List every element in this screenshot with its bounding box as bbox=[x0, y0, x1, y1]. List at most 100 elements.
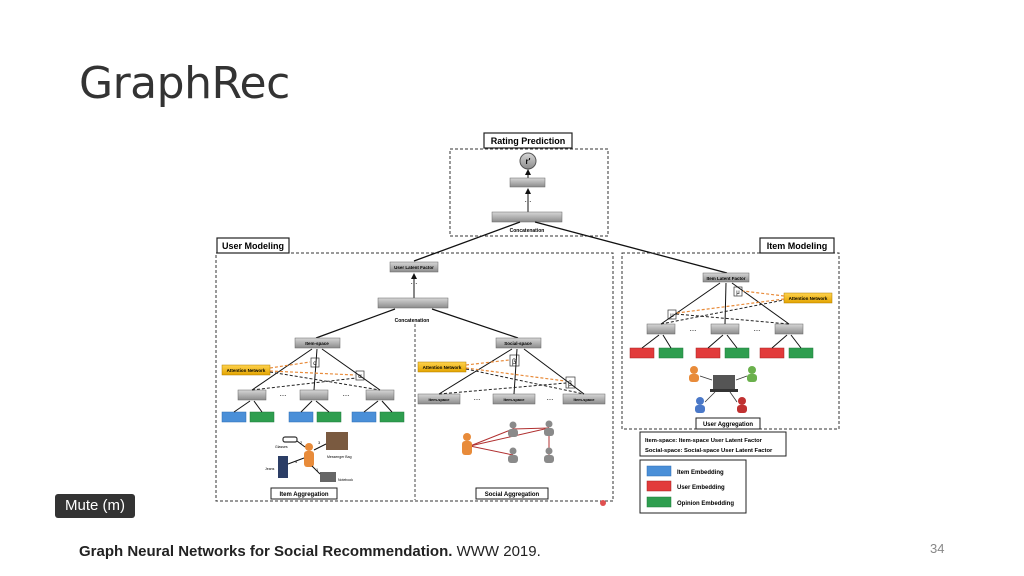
social-item-space-3-label: Item-space bbox=[574, 397, 596, 402]
um-left-dots-1: ... bbox=[280, 389, 287, 398]
alpha-label-2: α bbox=[358, 374, 362, 380]
beta-label-2: β bbox=[568, 381, 572, 388]
im-dots-2: ... bbox=[754, 324, 761, 333]
um-attention-right-label: Attention Network bbox=[423, 365, 462, 370]
rating-prediction-box bbox=[449, 148, 609, 237]
citation-venue: WWW 2019. bbox=[452, 543, 541, 560]
item-agg-n4: 1 bbox=[316, 467, 319, 472]
um-r-link-2 bbox=[513, 348, 518, 395]
im-link-1 bbox=[660, 282, 721, 325]
um-r-link-3 bbox=[523, 348, 585, 395]
cursor-dot bbox=[600, 500, 606, 506]
um-emb-link-5 bbox=[363, 400, 379, 413]
um-l-orange-2 bbox=[269, 370, 356, 376]
item-modeling-title-box bbox=[759, 237, 835, 254]
im-dash-2 bbox=[675, 313, 790, 325]
legend-label-user: User Embedding bbox=[677, 485, 725, 491]
im-dash-1 bbox=[660, 299, 785, 325]
im-emb-red-1 bbox=[629, 347, 655, 359]
im-agg-2 bbox=[710, 323, 740, 335]
item-latent-factor-label: Item Latent Factor bbox=[706, 276, 745, 281]
um-concat-layer bbox=[377, 297, 449, 309]
um-r-orange-2 bbox=[465, 367, 566, 382]
item-agg-jeans: Jeans bbox=[265, 467, 275, 471]
user-latent-factor-label: User Latent Factor bbox=[394, 265, 434, 270]
rp-hidden-layer bbox=[509, 177, 546, 188]
im-orange-2 bbox=[676, 298, 785, 314]
mu-label-1: μ bbox=[736, 290, 740, 296]
item-aggregation-illustration bbox=[278, 432, 348, 482]
im-emb-green-1 bbox=[658, 347, 684, 359]
um-l-dash-1 bbox=[251, 377, 357, 391]
um-emb-blue-1 bbox=[221, 411, 247, 423]
um-emb-green-1 bbox=[249, 411, 275, 423]
um-r-dash-2 bbox=[465, 368, 585, 395]
item-modeling-title: Item Modeling bbox=[767, 241, 828, 251]
definitions-line-2: Social-space: Social-space User Latent F… bbox=[645, 448, 773, 454]
im-emb-green-2 bbox=[724, 347, 750, 359]
user-latent-factor-node bbox=[389, 261, 439, 273]
im-attention bbox=[783, 292, 833, 304]
um-r-link-1 bbox=[438, 348, 513, 395]
im-emb-link-5 bbox=[771, 334, 788, 349]
legend-swatch-opinion bbox=[646, 496, 672, 508]
link-socialspace-to-concat bbox=[431, 308, 519, 339]
im-emb-link-3 bbox=[707, 334, 724, 349]
beta-box-1 bbox=[509, 354, 520, 367]
page-number: 34 bbox=[930, 541, 945, 556]
item-agg-bag: Messenger Bag bbox=[327, 455, 352, 459]
um-l-link-1 bbox=[251, 348, 313, 391]
im-agg-3 bbox=[774, 323, 804, 335]
um-emb-link-1 bbox=[233, 400, 251, 413]
rating-prediction-title-box bbox=[483, 132, 573, 149]
slide-title: GraphRec bbox=[79, 58, 290, 109]
im-emb-link-4 bbox=[726, 334, 738, 349]
um-l-link-3 bbox=[321, 348, 381, 391]
user-aggregation-illustration bbox=[689, 366, 757, 413]
rating-output-label: r' bbox=[525, 157, 530, 166]
social-space-node bbox=[495, 337, 542, 349]
um-l-orange-1 bbox=[269, 361, 311, 369]
im-emb-green-3 bbox=[788, 347, 814, 359]
rp-concat-label: Concatenation bbox=[510, 228, 545, 234]
legend-swatch-user bbox=[646, 480, 672, 492]
user-modeling-box bbox=[215, 252, 614, 502]
rating-prediction-title: Rating Prediction bbox=[491, 136, 566, 146]
item-agg-n2: 3 bbox=[318, 440, 321, 445]
im-emb-link-6 bbox=[790, 334, 802, 349]
user-aggregation-box bbox=[695, 417, 761, 430]
um-r-orange-1 bbox=[465, 359, 510, 366]
um-attention-left-label: Attention Network bbox=[227, 368, 266, 373]
um-emb-green-3 bbox=[379, 411, 405, 423]
um-emb-link-3 bbox=[300, 400, 313, 413]
im-link-3 bbox=[731, 282, 790, 325]
um-right-dots-2: ... bbox=[547, 393, 554, 402]
user-modeling-title: User Modeling bbox=[222, 241, 284, 251]
definitions-box bbox=[639, 431, 787, 457]
social-item-space-1-label: Item-space bbox=[429, 397, 451, 402]
um-left-agg-2 bbox=[299, 389, 329, 401]
im-emb-red-2 bbox=[695, 347, 721, 359]
item-aggregation-box bbox=[270, 487, 338, 500]
um-r-dash-1 bbox=[438, 382, 567, 395]
um-attention-left bbox=[221, 364, 271, 376]
im-emb-link-2 bbox=[662, 334, 672, 349]
mute-button[interactable]: Mute (m) bbox=[55, 494, 135, 518]
social-graph-illustration bbox=[462, 420, 554, 463]
citation-title: Graph Neural Networks for Social Recomme… bbox=[79, 543, 453, 560]
item-aggregation-label: Item Aggregation bbox=[279, 492, 328, 498]
im-link-2 bbox=[724, 282, 727, 325]
im-agg-1 bbox=[646, 323, 676, 335]
im-dots-1: ... bbox=[690, 324, 697, 333]
legend-label-item: Item Embedding bbox=[677, 470, 724, 476]
um-emb-link-6 bbox=[381, 400, 393, 413]
beta-box-2 bbox=[565, 376, 576, 389]
im-orange-1 bbox=[742, 290, 785, 297]
um-emb-link-4 bbox=[315, 400, 330, 413]
item-agg-glasses: Glasses bbox=[275, 445, 288, 449]
social-aggregation-label: Social Aggregation bbox=[485, 492, 540, 498]
item-agg-n3: 4 bbox=[295, 459, 298, 464]
im-attention-label: Attention Network bbox=[789, 296, 828, 301]
rp-concat-layer bbox=[491, 211, 563, 223]
user-modeling-title-box bbox=[216, 237, 290, 254]
